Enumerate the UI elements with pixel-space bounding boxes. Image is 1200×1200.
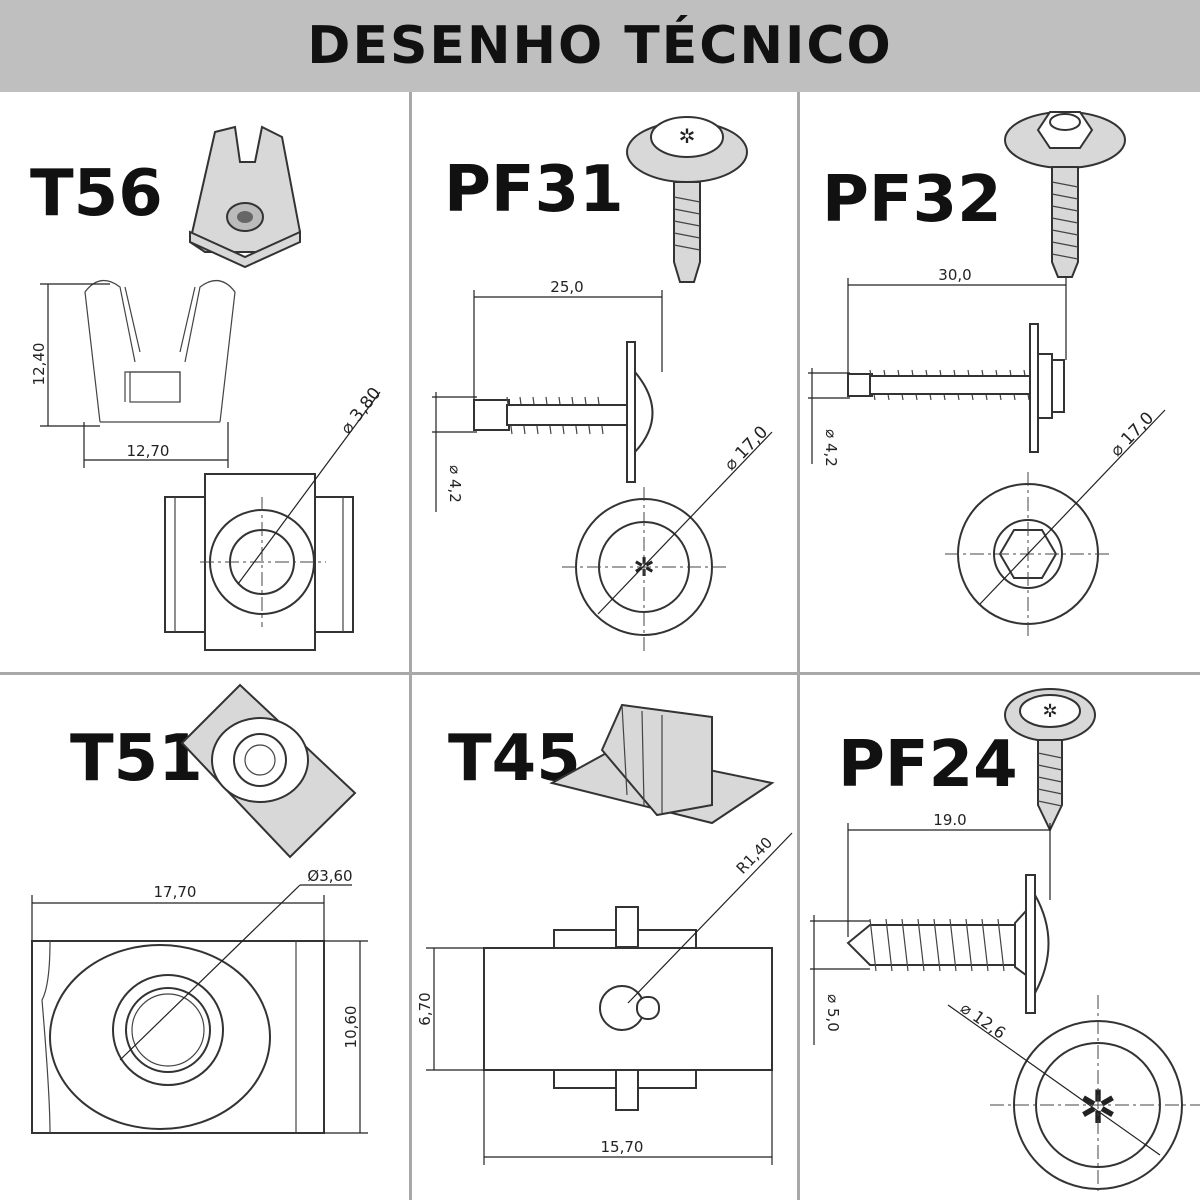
dim-pf24-shank: ⌀ 5,0 [824, 994, 842, 1032]
t45-top-view: R1,40 6,70 15,70 [416, 832, 793, 1165]
panel-pf31: PF31 ✲ 25,0 ⌀ 4,2 ✲ [412, 92, 797, 672]
dim-t45-height: 6,70 [416, 992, 434, 1025]
dim-t56-height: 12,40 [30, 343, 48, 386]
divider-vertical-1 [409, 92, 412, 1200]
dim-t56-diameter: ⌀ 3,80 [337, 384, 386, 438]
torx-icon: ✲ [679, 124, 696, 148]
t56-drawing: 12,40 12,70 ⌀ 3,80 [30, 125, 386, 651]
divider-horizontal [0, 672, 1200, 675]
panel-t56: T56 12,40 12,70 [0, 92, 409, 672]
pf32-drawing: 30,0 ⌀ 4,2 ⌀ 17,0 [808, 111, 1166, 640]
pf31-side-view: 25,0 ⌀ 4,2 [432, 278, 663, 512]
pf24-side-view: 19.0 ⌀ 5,0 [810, 811, 1051, 1045]
part-code-t51: T51 [70, 722, 203, 796]
t45-3d-icon [549, 703, 775, 825]
part-code-t56: T56 [30, 157, 163, 231]
pf31-top-view: ✲ ⌀ 17,0 [562, 422, 773, 652]
dim-pf24-length: 19.0 [933, 811, 966, 829]
dim-t45-width: 15,70 [601, 1138, 644, 1156]
dim-pf32-shank: ⌀ 4,2 [822, 429, 840, 467]
panel-pf32: PF32 30,0 ⌀ 4,2 [800, 92, 1200, 672]
part-code-pf32: PF32 [822, 163, 1002, 237]
panel-t51: T51 17,70 Ø3,60 10,60 [0, 675, 409, 1200]
dim-t51-height: 10,60 [342, 1006, 360, 1049]
pf24-drawing: ✲ 19.0 ⌀ 5,0 ✲ ⌀ 12,6 [810, 688, 1200, 1195]
dim-pf32-length: 30,0 [938, 266, 971, 284]
dim-t56-width: 12,70 [127, 442, 170, 460]
t51-top-view: 17,70 Ø3,60 10,60 [31, 867, 368, 1134]
part-code-pf31: PF31 [444, 153, 624, 227]
torx-icon: ✲ [1042, 701, 1057, 722]
pf32-top-view: ⌀ 17,0 [945, 408, 1166, 640]
part-code-pf24: PF24 [838, 728, 1018, 802]
pf24-top-view: ✲ ⌀ 12,6 [947, 995, 1200, 1195]
t56-side-view: 12,40 12,70 [30, 280, 236, 468]
t51-3d-icon [180, 683, 357, 859]
panel-pf24: PF24 ✲ 19.0 ⌀ 5,0 ✲ [800, 675, 1200, 1200]
dim-pf32-head: ⌀ 17,0 [1107, 408, 1159, 460]
dim-t51-width: 17,70 [154, 883, 197, 901]
pf32-side-view: 30,0 ⌀ 4,2 [808, 266, 1067, 467]
t51-drawing: 17,70 Ø3,60 10,60 [31, 683, 368, 1134]
pf31-drawing: ✲ 25,0 ⌀ 4,2 ✲ ⌀ 17,0 [432, 116, 773, 652]
dim-pf24-head: ⌀ 12,6 [957, 998, 1009, 1042]
header-banner: DESENHO TÉCNICO [0, 0, 1200, 92]
divider-vertical-2 [797, 92, 800, 1200]
dim-t51-diameter: Ø3,60 [307, 867, 352, 885]
panel-t45: T45 R1,40 6,70 15,70 [412, 675, 797, 1200]
t56-3d-icon [188, 125, 302, 269]
t56-top-view: ⌀ 3,80 [164, 384, 386, 651]
dim-pf31-shank: ⌀ 4,2 [446, 465, 464, 503]
pf31-3d-icon: ✲ [626, 116, 748, 283]
page-title: DESENHO TÉCNICO [307, 16, 893, 76]
pf32-3d-icon [1004, 111, 1126, 278]
t45-drawing: R1,40 6,70 15,70 [416, 703, 793, 1165]
dim-pf31-length: 25,0 [550, 278, 583, 296]
pf24-3d-icon: ✲ [1004, 688, 1096, 833]
dim-pf31-head: ⌀ 17,0 [721, 422, 773, 474]
